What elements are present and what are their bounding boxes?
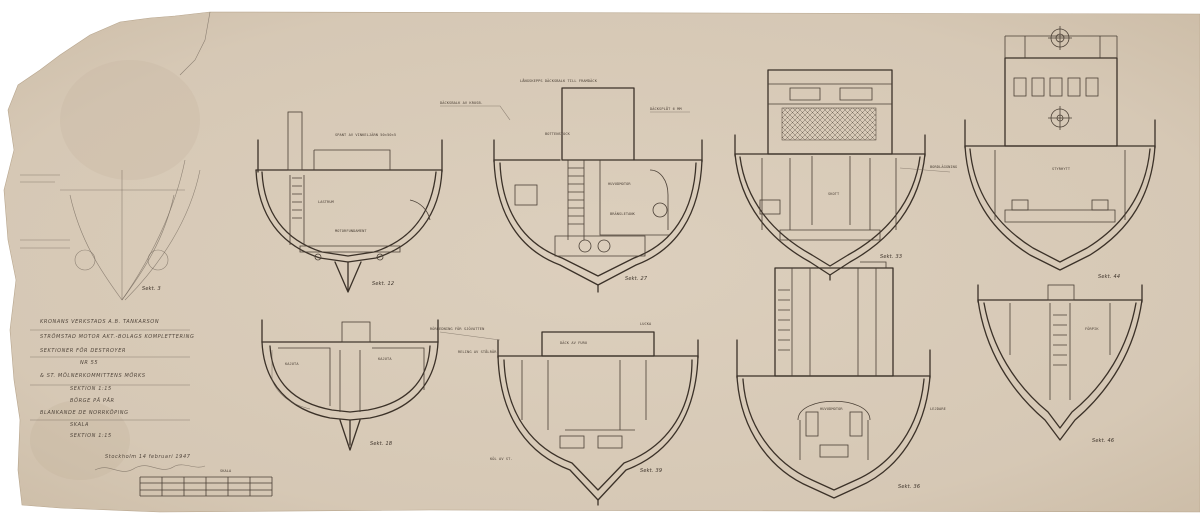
note-keel: KÖL AV ST. (490, 456, 513, 461)
note-motor-2: HUVUDMOTOR (820, 407, 843, 411)
title-block: KRONANS VERKSTADS A.B. TANKARSON STRÖMST… (30, 319, 273, 497)
note-wheelhouse: STYRHYTT (1052, 167, 1071, 171)
section-label: Sekt. 12 (372, 281, 394, 287)
signature-date: Stockholm 14 februari 1947 (105, 454, 191, 460)
title-line: SKALA (70, 422, 89, 428)
section-label: Sekt. 36 (898, 484, 920, 490)
note-cabin-2: KAJUTA (378, 357, 392, 361)
note-engine-bed: MOTORFUNDAMENT (335, 229, 367, 233)
signature-scribble (94, 464, 206, 472)
title-line: & ST. MÖLNERKOMMITTENS MÖRKS (40, 372, 146, 379)
note-tank: BRÄNSLETANK (610, 211, 636, 216)
section-label: Sekt. 3 (142, 286, 161, 292)
section-sekt-3: Sekt. 3 (20, 159, 201, 301)
section-label: Sekt. 46 (1092, 438, 1114, 444)
section-sekt-39: DÄCK AV FURU RELING AV STÅLRÖR Sekt. 39 (458, 331, 699, 506)
note-plating: BORDLÄGGNING (930, 164, 957, 169)
note-forepeak: FÖRPIK (1085, 326, 1099, 331)
section-label: Sekt. 44 (1098, 274, 1120, 280)
note-deck-beam: DÄCKSBALK AV KRUSB. (440, 100, 483, 105)
section-sekt-12: LASTRUM SPANT AV VINKELJÄRN 50×50×5 MOTO… (255, 111, 443, 293)
note-motor: HUVUDMOTOR (608, 182, 631, 186)
title-line: NR 55 (80, 360, 98, 366)
paper-sheet (3, 11, 1200, 513)
note-rail: RELING AV STÅLRÖR (458, 349, 497, 354)
section-sekt-18: KAJUTA KAJUTA Sekt. 18 (261, 319, 439, 451)
title-line: SEKTION 1:15 (70, 386, 112, 392)
scale-bar (139, 476, 273, 497)
section-label: Sekt. 33 (880, 254, 902, 260)
note-top-center: LÅNGSKEPPS DÄCKSBALK TILL FRAMDÄCK (520, 78, 598, 83)
note-sea-water: RÖRLEDNING FÖR SJÖVATTEN (430, 326, 484, 331)
section-sekt-44: STYRHYTT Sekt. 44 (964, 26, 1156, 280)
note-floor: BOTTENSTOCK (545, 132, 571, 136)
leader-notes: DÄCKSBALK AV KRUSB. DÄCKSPLÅT 6 MM BORDL… (430, 100, 957, 461)
note-deck: DÄCK AV FURU (560, 340, 587, 345)
note-side-plate: DÄCKSPLÅT 6 MM (650, 106, 682, 111)
scale-note: SKALA (220, 469, 232, 473)
section-label: Sekt. 27 (625, 276, 648, 282)
note-bulkhead: SKOTT (828, 192, 840, 196)
section-sekt-27: HUVUDMOTOR LÅNGSKEPPS DÄCKSBALK TILL FRA… (493, 78, 703, 293)
title-line: SEKTION 1:15 (70, 433, 112, 439)
paper-stain (60, 60, 200, 180)
tear-mark (179, 11, 211, 76)
note-cabin: KAJUTA (285, 362, 299, 366)
note-frame: SPANT AV VINKELJÄRN 50×50×5 (335, 132, 396, 137)
section-label: Sekt. 39 (640, 468, 662, 474)
title-line: BÖRGE PÅ PÅR (70, 397, 115, 404)
title-line: STRÖMSTAD MOTOR AKT.-BOLAGS KOMPLETTERIN… (40, 333, 194, 340)
section-label: Sekt. 18 (370, 441, 392, 447)
title-line: BLANKANDE DE NORRKÖPING (40, 409, 129, 416)
section-sekt-46: FÖRPIK Sekt. 46 (977, 284, 1143, 444)
section-sekt-36: HUVUDMOTOR Sekt. 36 (736, 261, 931, 499)
title-line: SEKTIONER FÖR DESTROYER (40, 347, 126, 354)
note-ladder: LEJDARE (930, 407, 946, 411)
section-sekt-33: SKOTT Sekt. 33 (734, 69, 926, 281)
note-hatch: LUCKA (640, 322, 652, 326)
note-hold: LASTRUM (318, 200, 335, 204)
title-line: KRONANS VERKSTADS A.B. TANKARSON (40, 319, 159, 325)
